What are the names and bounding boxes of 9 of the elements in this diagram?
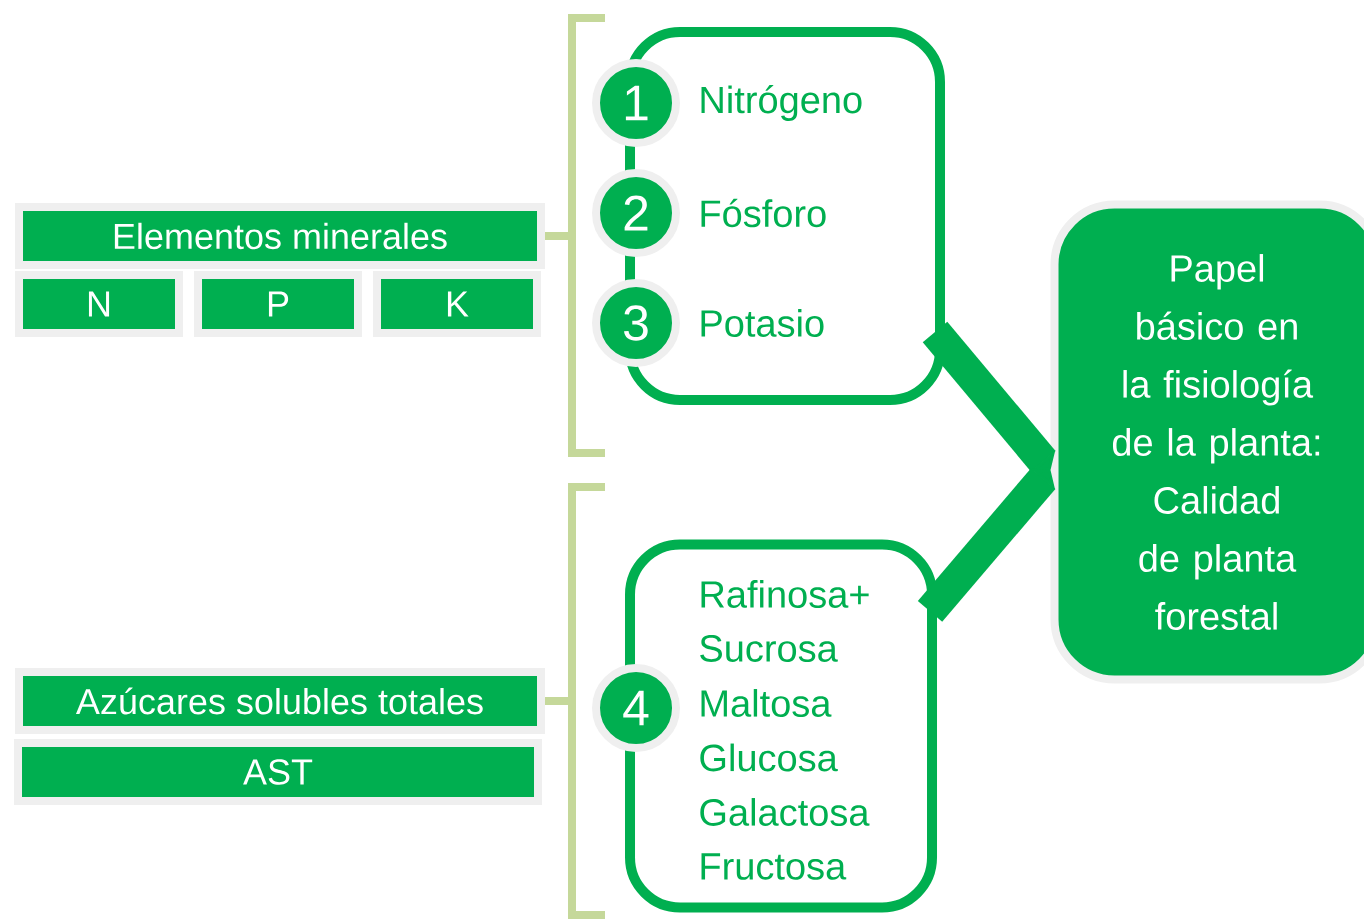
- result-box: Papel básico en la fisiología de la planta: Calidad de planta forestal: [1050, 200, 1364, 684]
- label-bar: Elementos minerales: [15, 203, 545, 269]
- chevron-arrow: [922, 321, 1056, 472]
- label-bar: N: [15, 271, 183, 337]
- label-bar: AST: [14, 739, 542, 805]
- label-bar: P: [194, 271, 362, 337]
- label-bar: K: [373, 271, 541, 337]
- chevron-arrow: [917, 468, 1056, 622]
- label-bar: Azúcares solubles totales: [15, 668, 545, 734]
